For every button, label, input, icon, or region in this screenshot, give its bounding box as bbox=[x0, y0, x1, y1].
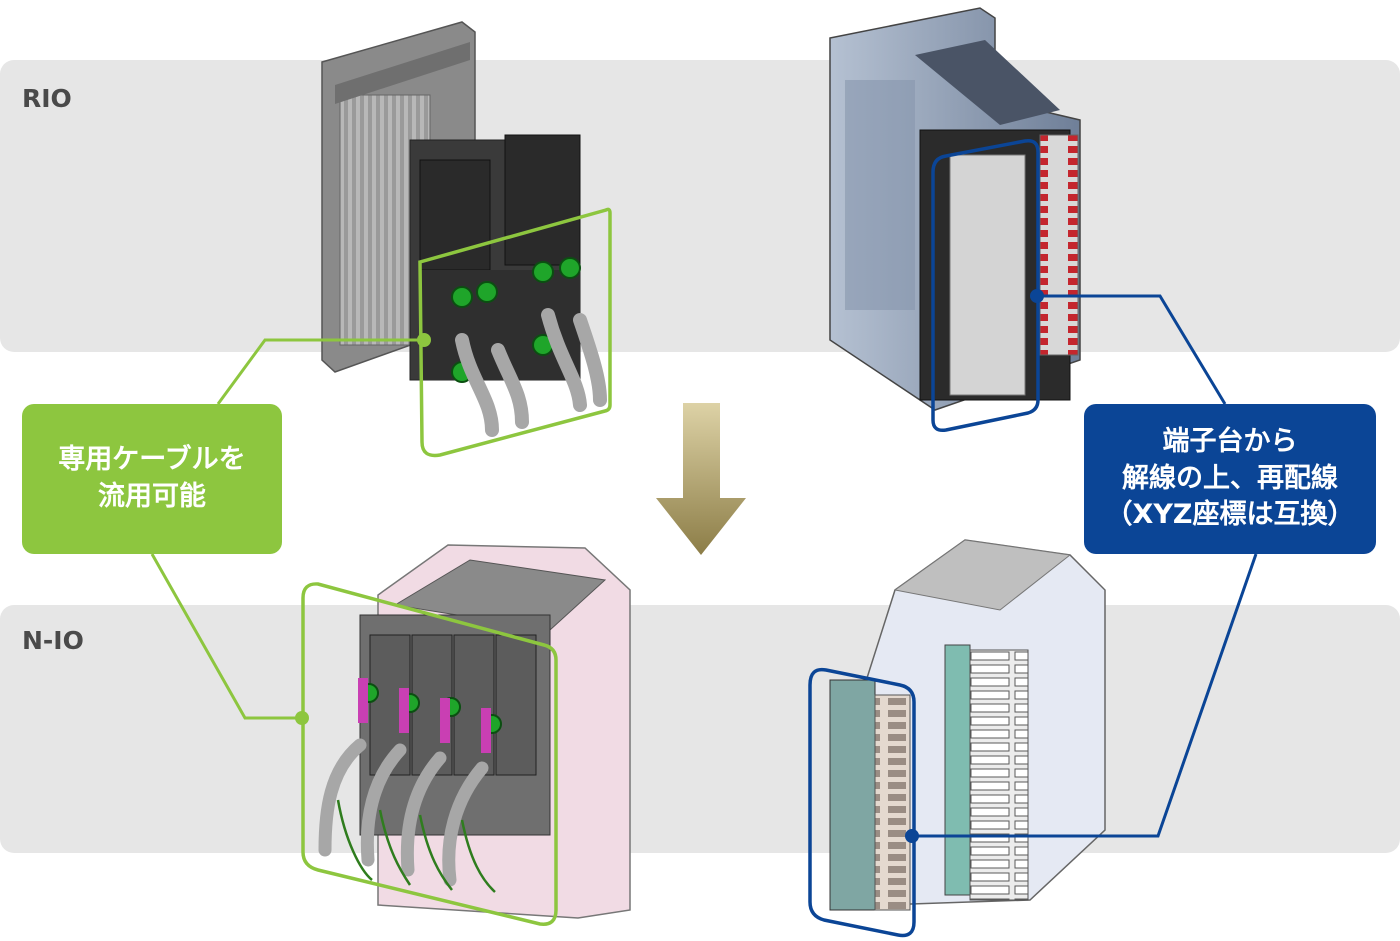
rio-left-device bbox=[321, 21, 607, 437]
blue-leader-lines bbox=[905, 289, 1258, 843]
rio-connector-ports bbox=[451, 257, 581, 383]
rio-green-highlight-frame bbox=[418, 207, 612, 458]
green-leader-lines bbox=[150, 333, 431, 725]
nio-cables bbox=[318, 738, 489, 887]
nio-connector-ports bbox=[358, 678, 502, 753]
nio-right-device bbox=[829, 539, 1106, 911]
nio-blue-highlight-frame bbox=[808, 667, 916, 938]
transition-arrow bbox=[656, 403, 746, 555]
rio-row-band bbox=[0, 60, 1400, 352]
rio-blue-highlight-frame bbox=[931, 138, 1040, 433]
rio-cables bbox=[455, 308, 607, 437]
rewiring-callout: 端子台から 解線の上、再配線 （XYZ座標は互換） bbox=[1084, 404, 1376, 554]
cable-reuse-callout-line1: 専用ケーブルを bbox=[58, 444, 246, 476]
nio-row-label: N-IO bbox=[22, 626, 84, 655]
cable-reuse-callout: 専用ケーブルを 流用可能 bbox=[22, 404, 282, 554]
rewiring-callout-line3: （XYZ座標は互換） bbox=[1105, 499, 1355, 531]
cable-reuse-callout-line2: 流用可能 bbox=[97, 481, 206, 512]
rio-row-label: RIO bbox=[22, 84, 72, 113]
nio-green-highlight-frame bbox=[301, 582, 558, 926]
rewiring-callout-line2: 解線の上、再配線 bbox=[1121, 462, 1338, 494]
rio-right-device bbox=[829, 7, 1081, 411]
rewiring-callout-line1: 端子台から bbox=[1162, 425, 1298, 457]
nio-left-device bbox=[318, 544, 631, 919]
